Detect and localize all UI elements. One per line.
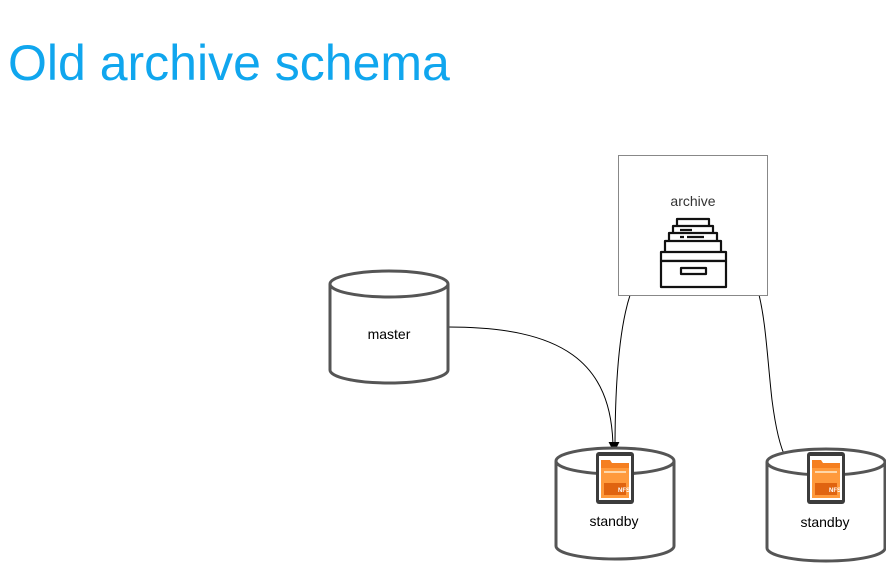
standby-1-label: standby bbox=[589, 513, 638, 529]
standby-2-label: standby bbox=[800, 514, 849, 530]
archive-label: archive bbox=[670, 193, 715, 209]
archive-drawer-icon bbox=[659, 217, 728, 289]
archive-node[interactable]: archive bbox=[618, 155, 768, 296]
page-title: Old archive schema bbox=[8, 35, 450, 91]
nfs-folder-icon bbox=[596, 452, 634, 504]
nfs-folder-icon bbox=[807, 452, 845, 504]
standby-node-1[interactable]: standby bbox=[554, 446, 676, 561]
master-node[interactable]: master bbox=[328, 269, 450, 385]
edge-master-to-standby bbox=[447, 326, 618, 451]
standby-node-2[interactable]: standby bbox=[765, 447, 886, 563]
master-label: master bbox=[368, 326, 411, 342]
